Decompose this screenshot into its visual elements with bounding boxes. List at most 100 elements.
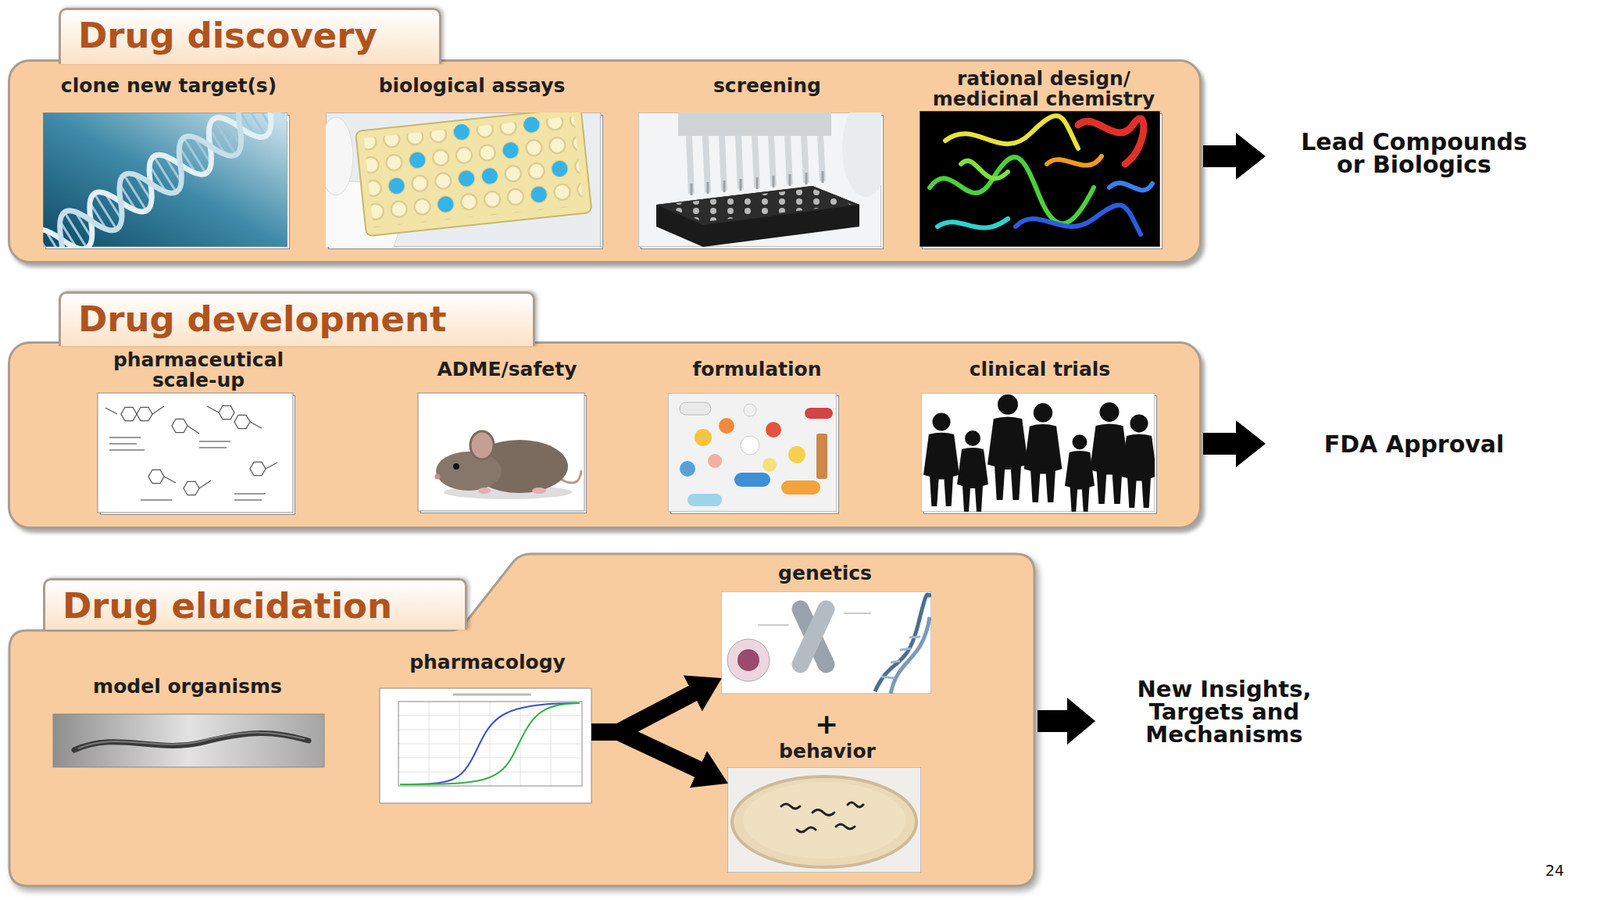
- assay-plate-picture: [325, 112, 601, 247]
- assay-plate-picture: [522, 115, 540, 133]
- protein-picture: [929, 157, 1094, 224]
- pills-picture: [687, 493, 722, 507]
- step-label: ADME/safety: [389, 359, 625, 380]
- chemical-structure-picture: [109, 437, 266, 500]
- protein-picture: [960, 160, 1008, 179]
- mouse-picture: [532, 487, 547, 494]
- protein-picture: [1015, 205, 1141, 235]
- assay-plate-picture: [550, 160, 568, 178]
- protein-picture: [1109, 182, 1153, 190]
- mouse-picture: [453, 463, 460, 470]
- stage-panel: Drug developmentpharmaceutical scale-upA…: [7, 341, 1202, 529]
- worm-picture: [74, 732, 309, 750]
- pills-picture: [718, 417, 735, 434]
- step-label: rational design/ medicinal chemistry: [903, 68, 1185, 110]
- people-picture: [921, 392, 1155, 512]
- chemical-structure-picture: [136, 407, 153, 421]
- genetics-picture: [727, 639, 770, 682]
- petri-dish-picture: [812, 810, 835, 816]
- plus-sign: +: [803, 710, 850, 739]
- stage-panel: Drug elucidationmodel organismspharmacol…: [7, 553, 1036, 888]
- genetics-picture: [789, 597, 838, 676]
- mouse-picture: [435, 474, 441, 480]
- pills-picture: [707, 453, 722, 468]
- petri-dish-picture: [727, 767, 922, 873]
- dna-picture: [42, 112, 288, 247]
- assay-plate-picture: [453, 123, 471, 141]
- chemical-structure-picture: [171, 418, 188, 433]
- assay-plate-picture: [502, 141, 520, 159]
- assay-plate-picture: [457, 169, 475, 187]
- chemical-structure-picture: [97, 392, 293, 513]
- dose-response-picture: [398, 701, 583, 786]
- people-picture: [987, 394, 1029, 500]
- assay-plate-picture: [481, 167, 499, 185]
- chemical-structure-picture: [97, 392, 293, 513]
- screening-picture: [842, 112, 882, 197]
- pills-picture: [762, 457, 777, 472]
- chemical-structure-picture: [105, 406, 278, 489]
- assay-plate-picture: [388, 177, 406, 195]
- step-label: clone new target(s): [20, 75, 318, 97]
- pills-picture: [740, 435, 760, 455]
- petri-dish-picture: [781, 802, 864, 833]
- petri-dish-picture: [732, 776, 917, 868]
- dna-picture: [42, 112, 288, 247]
- step-label: screening: [650, 75, 885, 97]
- mouse-picture: [417, 392, 585, 511]
- step-box: pharmaceutical scale-up: [100, 395, 296, 515]
- step-label: biological assays: [323, 75, 621, 97]
- assay-plate-picture: [382, 113, 571, 218]
- outcome-label: Lead Compounds or Biologics: [1285, 130, 1543, 176]
- step-box: model organisms: [53, 714, 325, 768]
- dna-picture: [42, 112, 288, 247]
- protein-picture: [1078, 118, 1144, 165]
- step-box: clinical trials: [923, 395, 1158, 515]
- step-label: behavior: [725, 741, 929, 762]
- pills-picture: [667, 392, 837, 512]
- page-number: 24: [1531, 862, 1579, 879]
- step-label: model organisms: [62, 676, 313, 697]
- step-box: pharmacology: [379, 688, 592, 804]
- outcome-label: FDA Approval: [1285, 432, 1543, 456]
- step-box: genetics: [721, 591, 932, 694]
- assay-plate-picture: [325, 112, 601, 247]
- step-box: screening: [640, 114, 884, 250]
- stage-panel: Drug discoveryclone new target(s)biologi…: [7, 59, 1202, 264]
- genetics-picture: [789, 597, 838, 676]
- genetics-picture: [721, 591, 932, 694]
- assay-plate-picture: [355, 112, 593, 236]
- assay-plate-picture: [325, 181, 399, 247]
- block-arrow: [1203, 132, 1266, 180]
- petri-dish-picture: [835, 824, 855, 829]
- block-arrow: [1203, 420, 1266, 468]
- protein-picture: [919, 110, 1161, 247]
- worm-picture: [78, 732, 305, 749]
- assay-plate-picture: [355, 112, 593, 236]
- screening-picture: [638, 112, 882, 247]
- chemical-structure-picture: [121, 407, 137, 421]
- chemical-structure-picture: [218, 405, 235, 419]
- protein-picture: [937, 218, 1008, 229]
- dna-picture: [42, 112, 288, 247]
- assay-plate-picture: [436, 195, 454, 213]
- people-picture: [1064, 434, 1095, 512]
- protein-picture: [945, 115, 1079, 149]
- dose-response-picture: [379, 688, 592, 804]
- mouse-picture: [443, 485, 572, 500]
- outcome-label: New Insights, Targets and Mechanisms: [1110, 678, 1338, 747]
- mouse-picture: [558, 470, 582, 483]
- step-box: behavior: [727, 767, 922, 873]
- people-picture: [1089, 402, 1129, 504]
- dose-response-picture: [379, 688, 592, 804]
- dose-response-picture: [453, 693, 532, 697]
- pills-picture: [804, 407, 833, 419]
- dna-picture: [42, 112, 288, 247]
- pills-picture: [788, 446, 806, 464]
- mouse-picture: [478, 487, 491, 494]
- assay-plate-picture: [408, 151, 426, 169]
- protein-picture: [919, 110, 1161, 247]
- pills-picture: [781, 480, 821, 495]
- pills-picture: [816, 433, 828, 479]
- protein-picture: [929, 115, 1153, 235]
